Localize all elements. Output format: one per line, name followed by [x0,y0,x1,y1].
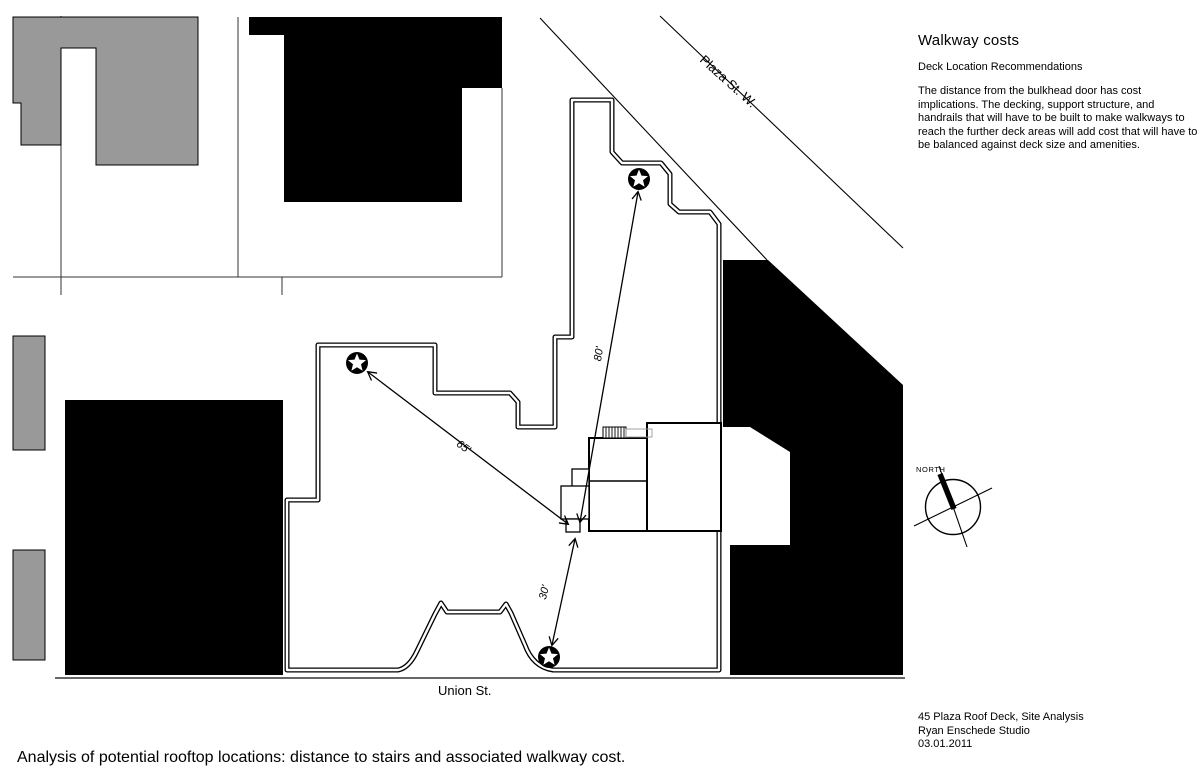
sheet-caption: Analysis of potential rooftop locations:… [17,749,626,766]
union-street-label: Union St. [438,683,492,698]
credit-studio: Ryan Enschede Studio [918,724,1030,737]
arrow-80ft [576,190,642,524]
credit-date: 03.01.2011 [918,738,973,750]
gray-building-northwest [12,16,199,166]
black-buildings [65,17,903,675]
arrow-30ft [548,537,579,647]
gray-building-west-low [12,549,46,661]
measurement-label-80ft: 80' [592,345,607,363]
deck-star-west [346,352,368,374]
black-building-north [249,17,502,202]
gray-buildings [12,16,199,661]
gray-building-west-mid [12,335,46,451]
measurement-arrows [366,190,642,647]
arrow-65ft [366,370,570,526]
panel-title: Walkway costs [918,32,1020,49]
plaza-street-lines [539,15,904,261]
black-building-southwest [65,400,283,675]
bulkhead-door [565,518,581,533]
credit-project: 45 Plaza Roof Deck, Site Analysis [918,711,1084,723]
deck-star-south [538,646,560,668]
north-compass [913,465,993,548]
panel-subtitle: Deck Location Recommendations [918,61,1083,73]
compass-needle [937,472,957,511]
deck-star-north [628,168,650,190]
credits-block: 45 Plaza Roof Deck, Site Analysis Ryan E… [918,711,1084,752]
rear-building-block [588,437,648,532]
panel-body-text: The distance from the bulkhead door has … [918,85,1198,151]
north-label: NORTH [916,465,946,474]
black-building-east [723,260,903,675]
main-building-block [646,422,722,532]
